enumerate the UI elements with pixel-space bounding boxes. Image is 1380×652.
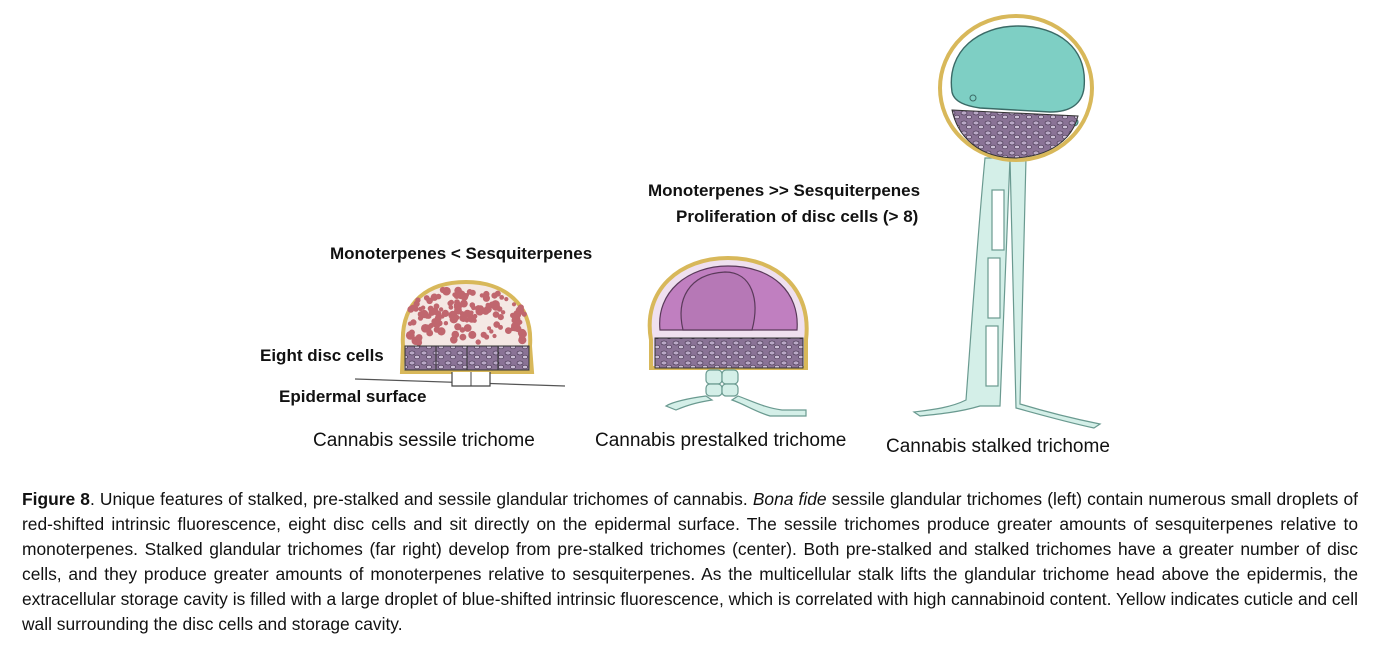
droplet: [433, 326, 441, 333]
droplet: [504, 297, 509, 302]
droplet: [465, 293, 469, 297]
caption-italic: Bona fide: [752, 489, 827, 509]
droplet: [433, 303, 440, 310]
droplet: [475, 339, 481, 345]
droplet: [482, 294, 490, 302]
droplet: [427, 305, 434, 312]
droplet: [487, 326, 492, 331]
droplet: [464, 310, 471, 318]
droplet: [468, 330, 477, 339]
droplet: [469, 302, 476, 308]
droplet: [407, 306, 415, 313]
droplet: [410, 319, 417, 326]
droplet: [460, 299, 468, 308]
droplet: [417, 311, 424, 318]
prestalked-trichome: [647, 255, 809, 417]
droplet: [459, 327, 466, 333]
droplet: [492, 311, 500, 318]
droplet: [439, 286, 446, 294]
stalked-disc-cells: [951, 109, 1079, 159]
droplet: [443, 321, 449, 326]
droplet: [479, 293, 485, 298]
droplet: [436, 320, 443, 327]
droplet: [438, 307, 444, 312]
droplet: [510, 323, 520, 332]
droplet: [408, 329, 415, 336]
droplet: [447, 300, 453, 306]
droplet: [452, 292, 457, 298]
droplet: [505, 327, 512, 334]
prestalked-disc-cells: [654, 337, 804, 369]
droplet: [450, 336, 458, 344]
droplet: [435, 293, 442, 300]
droplet: [492, 305, 497, 310]
droplet: [461, 334, 466, 340]
sessile-trichome: [354, 279, 566, 387]
droplet: [425, 313, 431, 319]
droplet: [417, 315, 424, 321]
stalked-trichome: [912, 14, 1102, 429]
droplet: [448, 304, 454, 310]
sessile-chem-label: Monoterpenes < Sesquiterpenes: [330, 244, 593, 263]
stalked-stalk: [912, 157, 1102, 429]
epidermal-label: Epidermal surface: [279, 387, 427, 406]
droplet: [426, 329, 434, 337]
droplet: [500, 310, 506, 315]
droplet: [498, 324, 503, 330]
droplet: [497, 314, 504, 321]
droplet: [484, 305, 492, 314]
droplet: [415, 339, 423, 346]
droplet: [441, 309, 449, 317]
caption-text-2: sessile glandular trichomes (left) conta…: [22, 489, 1359, 634]
droplet: [413, 300, 420, 308]
figure-label: Figure 8: [22, 489, 90, 509]
sessile-name-label: Cannabis sessile trichome: [313, 430, 535, 451]
caption-text-1: . Unique features of stalked, pre-stalke…: [89, 489, 753, 509]
droplet: [489, 329, 494, 334]
droplet: [492, 333, 497, 339]
droplet: [469, 289, 476, 296]
droplet: [454, 323, 462, 331]
sessile-droplets: [405, 286, 527, 346]
droplet: [421, 324, 430, 333]
droplet: [517, 319, 523, 325]
droplet: [517, 328, 527, 338]
prestalked-stalk-cells: [664, 369, 807, 417]
droplet: [480, 331, 487, 338]
droplet: [453, 314, 460, 321]
droplet: [494, 290, 501, 297]
droplet: [454, 306, 462, 315]
droplet: [413, 306, 419, 312]
droplet: [423, 295, 430, 301]
stalked-name-label: Cannabis stalked trichome: [886, 436, 1110, 457]
droplet: [457, 290, 466, 299]
stalked-chem-label: Monoterpenes >> Sesquiterpenes: [648, 181, 921, 200]
droplet: [513, 310, 522, 319]
trichome-illustration: [354, 14, 1102, 429]
droplet: [475, 305, 482, 313]
droplet: [499, 295, 505, 300]
eight-disc-label: Eight disc cells: [260, 346, 384, 365]
droplet: [463, 324, 472, 332]
droplet: [420, 305, 426, 310]
droplet: [511, 302, 517, 307]
prestalked-name-label: Cannabis prestalked trichome: [595, 430, 847, 451]
stalked-cavity: [950, 25, 1085, 113]
figure-caption: Figure 8. Unique features of stalked, pr…: [22, 487, 1358, 637]
stalked-disc-label: Proliferation of disc cells (> 8): [676, 207, 919, 226]
